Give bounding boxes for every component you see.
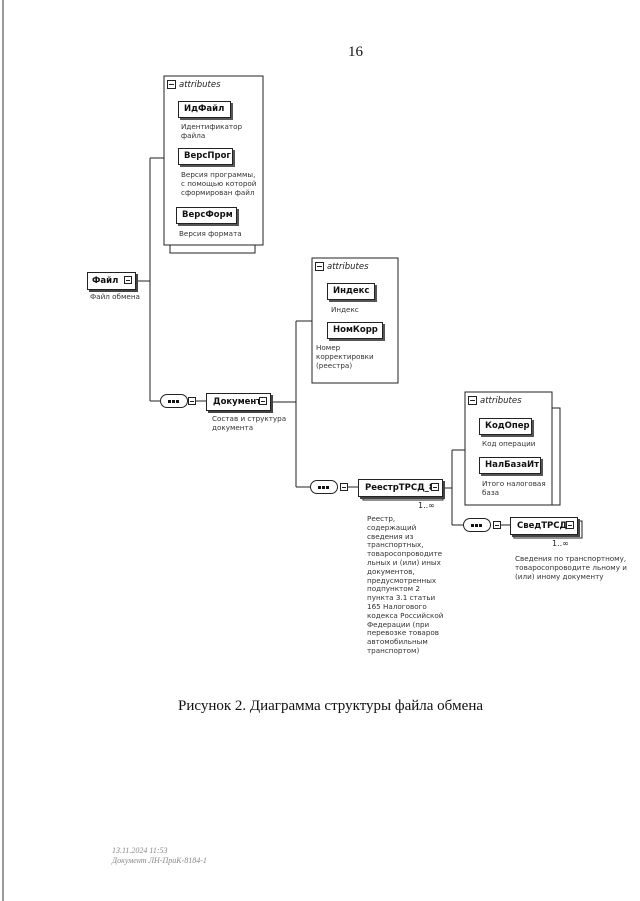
expand-icon[interactable] xyxy=(566,521,574,529)
attribute-box[interactable]: Индекс xyxy=(327,283,375,300)
attribute-box[interactable]: ВерсФорм xyxy=(176,207,237,224)
attributes-collapse-icon[interactable] xyxy=(167,80,176,89)
stamp-line: Документ ЛН-ПриК-8184-1 xyxy=(112,856,207,865)
cardinality-label: 1..∞ xyxy=(552,539,569,548)
element-document[interactable]: Документ xyxy=(206,393,271,411)
element-sved[interactable]: СведТРСД xyxy=(510,517,578,535)
attribute-description: Индекс xyxy=(331,305,359,314)
element-name: СведТРСД xyxy=(517,521,568,531)
attribute-description: Номер корректировки (реестра) xyxy=(316,343,374,370)
expand-icon[interactable] xyxy=(124,276,132,284)
collapse-icon[interactable] xyxy=(188,397,196,405)
element-name: РеестрТРСД_8 xyxy=(365,483,435,493)
attribute-description: Итого налоговая база xyxy=(482,479,546,497)
attribute-description: Идентификатор файла xyxy=(181,122,243,140)
attributes-collapse-icon[interactable] xyxy=(468,396,477,405)
element-description: Сведения по транспортному, товаросопрово… xyxy=(515,554,627,581)
attribute-box[interactable]: КодОпер xyxy=(479,418,532,435)
attribute-box[interactable]: НомКорр xyxy=(327,322,383,339)
root-element-file[interactable]: Файл xyxy=(87,272,136,290)
figure-caption: Рисунок 2. Диаграмма структуры файла обм… xyxy=(178,698,484,714)
attribute-description: Версия формата xyxy=(179,229,242,238)
sequence-icon[interactable] xyxy=(160,394,188,408)
attributes-collapse-icon[interactable] xyxy=(315,262,324,271)
page-edge xyxy=(2,0,4,901)
attributes-title: attributes xyxy=(179,80,221,90)
element-description: Файл обмена xyxy=(90,292,140,301)
attributes-title: attributes xyxy=(480,396,522,406)
attribute-box[interactable]: ИдФайл xyxy=(178,101,231,118)
cardinality-label: 1..∞ xyxy=(418,501,435,510)
stamp-line: 13.11.2024 11:53 xyxy=(112,846,168,855)
sequence-icon[interactable] xyxy=(463,518,491,532)
element-name: Файл xyxy=(92,276,119,286)
sequence-icon[interactable] xyxy=(310,480,338,494)
attribute-box[interactable]: ВерсПрог xyxy=(178,148,233,165)
expand-icon[interactable] xyxy=(259,397,267,405)
attribute-box[interactable]: НалБазаИт xyxy=(479,457,541,474)
page-number: 16 xyxy=(348,44,363,60)
attributes-title: attributes xyxy=(327,262,369,272)
collapse-icon[interactable] xyxy=(493,521,501,529)
element-description: Реестр, содержащий сведения из транспорт… xyxy=(367,514,444,655)
collapse-icon[interactable] xyxy=(340,483,348,491)
element-description: Состав и структура документа xyxy=(212,414,287,432)
attribute-description: Код операции xyxy=(482,439,536,448)
attribute-description: Версия программы, с помощью которой сфор… xyxy=(181,170,257,197)
expand-icon[interactable] xyxy=(431,483,439,491)
element-name: Документ xyxy=(213,397,262,407)
element-registry[interactable]: РеестрТРСД_8 xyxy=(358,479,443,497)
